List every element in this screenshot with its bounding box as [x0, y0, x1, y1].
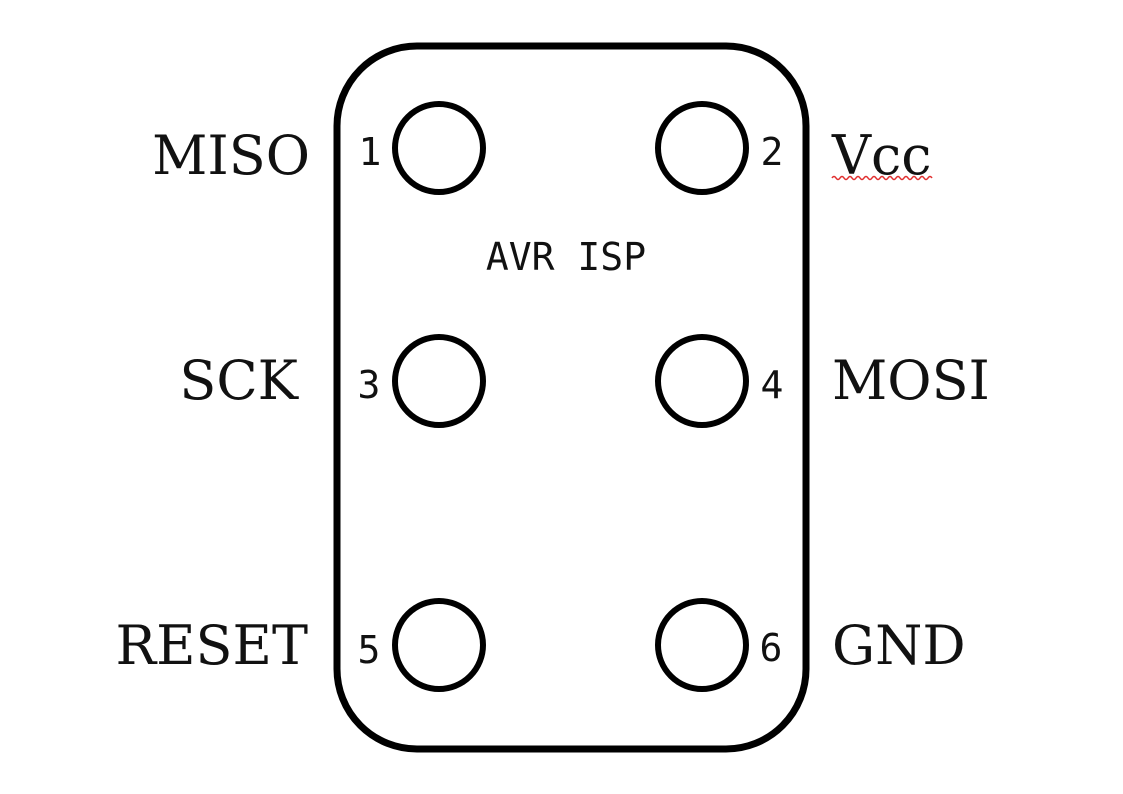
pin-4-signal-label: MOSI [832, 349, 990, 412]
pin-2-number: 2 [761, 130, 784, 174]
pin-3-number: 3 [358, 363, 381, 407]
pin-5-signal-label: RESET [115, 614, 308, 677]
pin-4-hole [655, 334, 749, 428]
pin-6-signal-label: GND [832, 614, 966, 677]
pin-6-number: 6 [760, 626, 783, 670]
pin-1-signal-label: MISO [152, 124, 310, 187]
pin-3-hole [392, 334, 486, 428]
spellcheck-underline [831, 175, 933, 181]
pin-5-number: 5 [358, 628, 381, 672]
pin-6-hole [655, 598, 749, 692]
pin-1-number: 1 [359, 130, 382, 174]
connector-board [333, 42, 810, 753]
connector-title: AVR ISP [486, 235, 646, 279]
pin-5-hole [392, 598, 486, 692]
pin-1-hole [392, 101, 486, 195]
pin-2-hole [655, 101, 749, 195]
pin-3-signal-label: SCK [179, 349, 299, 412]
pin-4-number: 4 [761, 363, 784, 407]
